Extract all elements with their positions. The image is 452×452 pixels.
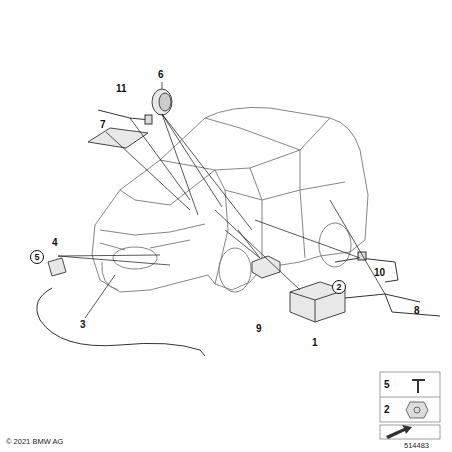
callout-number: 7 — [100, 120, 106, 130]
note-text: © 2021 BMW AG — [6, 438, 63, 446]
callout-number: 6 — [158, 70, 164, 80]
circled-callout: 2 — [332, 280, 346, 294]
circled-callout: 5 — [30, 250, 44, 264]
callout-number: 5 — [34, 253, 39, 262]
callout-number: 9 — [256, 324, 262, 334]
callout-number: 10 — [374, 268, 385, 278]
callout-number: 11 — [116, 84, 127, 94]
callout-number: 2 — [336, 283, 341, 292]
callout-number: 2 — [384, 405, 390, 415]
callout-number: 5 — [384, 380, 390, 390]
callout-number: 1 — [312, 338, 318, 348]
callout-number: 3 — [80, 320, 86, 330]
note-text: 514483 — [404, 442, 429, 450]
callout-number: 8 — [414, 306, 420, 316]
callout-number: 4 — [52, 238, 58, 248]
